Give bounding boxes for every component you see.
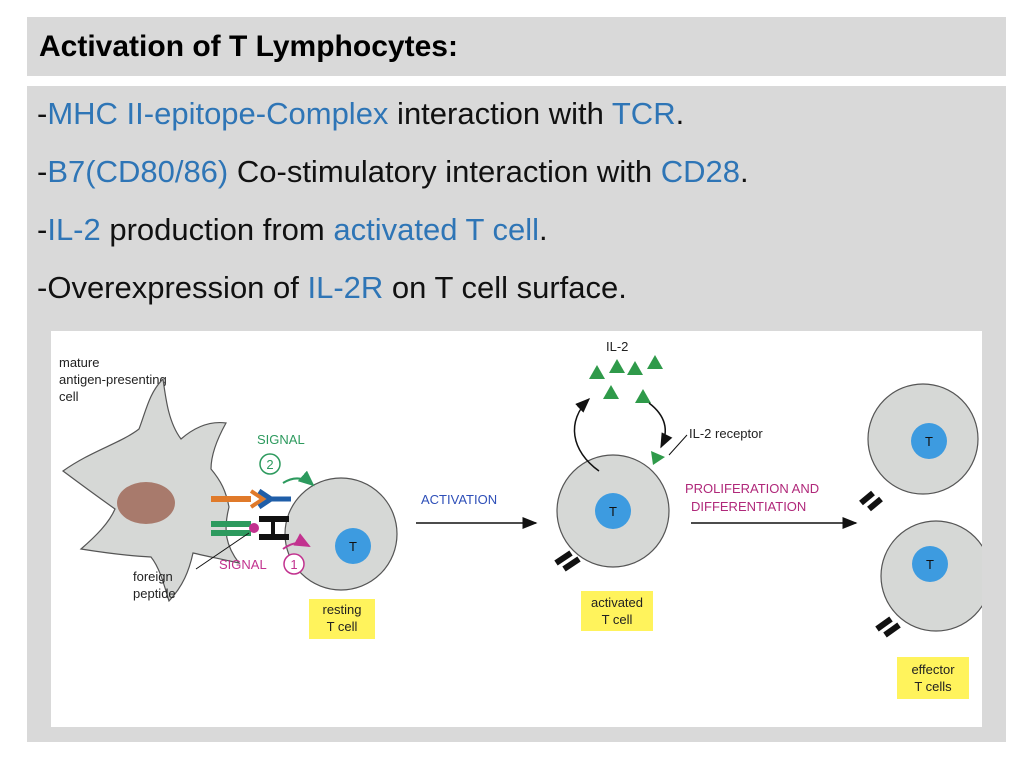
il2-secretion-arrow [573, 397, 600, 472]
foreign-peptide-dot [249, 523, 259, 533]
il2-receptor-shape [651, 451, 665, 465]
bullet-dash: - [37, 212, 48, 247]
activated-label-line1: activated [591, 595, 643, 610]
slide-title: Activation of T Lymphocytes: [39, 30, 458, 63]
signal1-circle [283, 553, 305, 575]
apc-label-line3: cell [59, 389, 79, 404]
il2-molecule-2 [609, 359, 625, 373]
resting-label-line2: T cell [327, 619, 358, 634]
bullet-mhc: -MHC II-epitope-Complex interaction with… [37, 96, 684, 132]
activated-t-nucleus [595, 493, 631, 529]
resting-t-nucleus [335, 528, 371, 564]
il2-receptor-pointer [668, 434, 688, 456]
term-activated-t-cell: activated T cell [333, 212, 539, 247]
bullet-dash: - [37, 154, 48, 189]
apc-nucleus [117, 482, 175, 524]
bullet-text: on T cell surface. [383, 270, 627, 305]
foreign-peptide-pointer [195, 532, 250, 570]
activation-label: ACTIVATION [421, 492, 497, 507]
il2-molecule-3 [627, 361, 643, 375]
cd28-receptor [257, 488, 291, 510]
effector-tcr-1 [859, 490, 883, 512]
resting-t-letter: T [349, 539, 357, 554]
effector-t-nucleus-1 [911, 423, 947, 459]
mhc-molecule-b [211, 530, 251, 536]
t-cell-activation-diagram: mature antigen-presenting cell T SIGNAL … [51, 331, 992, 727]
activated-label-box [581, 591, 653, 631]
resting-label-line1: resting [322, 602, 361, 617]
effector-label-line1: effector [911, 662, 955, 677]
title-bar: Activation of T Lymphocytes: [27, 17, 1006, 76]
foreign-peptide-line1: foreign [133, 569, 173, 584]
effector-label-line2: T cells [914, 679, 952, 694]
activated-label-line2: T cell [602, 612, 633, 627]
signal2-number: 2 [266, 457, 273, 472]
signal1-number: 1 [290, 557, 297, 572]
mhc-molecule-a [211, 521, 251, 527]
content-panel: -MHC II-epitope-Complex interaction with… [27, 86, 1006, 742]
term-mhc-complex: MHC II-epitope-Complex [47, 96, 389, 131]
foreign-peptide-line2: peptide [133, 586, 176, 601]
term-cd28: CD28 [660, 154, 740, 189]
diagram-canvas: mature antigen-presenting cell T SIGNAL … [59, 339, 992, 699]
bullet-dash: - [37, 96, 48, 131]
il2-label: IL-2 [606, 339, 628, 354]
bullet-dash: - [37, 270, 48, 305]
il2-molecule-5 [603, 385, 619, 399]
term-tcr: TCR [611, 96, 676, 131]
bullet-text: production from [100, 212, 334, 247]
bullet-b7: -B7(CD80/86) Co-stimulatory interaction … [37, 154, 749, 190]
effector-t-nucleus-2 [912, 546, 948, 582]
signal2-label: SIGNAL [257, 432, 305, 447]
signal2-circle [259, 453, 281, 475]
term-il2r: IL-2R [307, 270, 384, 305]
effector-t-letter-1: T [925, 434, 933, 449]
apc-label-line2: antigen-presenting [59, 372, 167, 387]
bullet-text: Overexpression of [47, 270, 308, 305]
il2-binding-arrow [648, 402, 673, 449]
activated-t-letter: T [609, 504, 617, 519]
il2-molecule-4 [647, 355, 663, 369]
bullet-text: interaction with [388, 96, 612, 131]
term-il2: IL-2 [47, 212, 101, 247]
proliferation-label-line2: DIFFERENTIATION [691, 499, 806, 514]
proliferation-label-line1: PROLIFERATION AND [685, 481, 819, 496]
bullet-text: . [539, 212, 548, 247]
il2-molecule-1 [589, 365, 605, 379]
bullet-il2r: -Overexpression of IL-2R on T cell surfa… [37, 270, 627, 306]
effector-label-box [897, 657, 969, 699]
il2-molecule-6 [635, 389, 651, 403]
effector-t-letter-2: T [926, 557, 934, 572]
signal1-label: SIGNAL [219, 557, 267, 572]
il2-receptor-label: IL-2 receptor [689, 426, 763, 441]
activated-tcr [554, 550, 581, 572]
bullet-il2: -IL-2 production from activated T cell. [37, 212, 548, 248]
signal2-arrow [282, 470, 315, 487]
effector-tcr-2 [875, 616, 901, 638]
resting-label-box [309, 599, 375, 639]
signal1-arrow [282, 533, 311, 550]
b7-tip [249, 489, 267, 509]
bullet-text: . [675, 96, 685, 131]
bullet-text: Co-stimulatory interaction with [228, 154, 661, 189]
bullet-text: . [739, 154, 749, 189]
term-b7: B7(CD80/86) [47, 154, 229, 189]
b7-molecule [211, 496, 251, 502]
apc-label-line1: mature [59, 355, 99, 370]
